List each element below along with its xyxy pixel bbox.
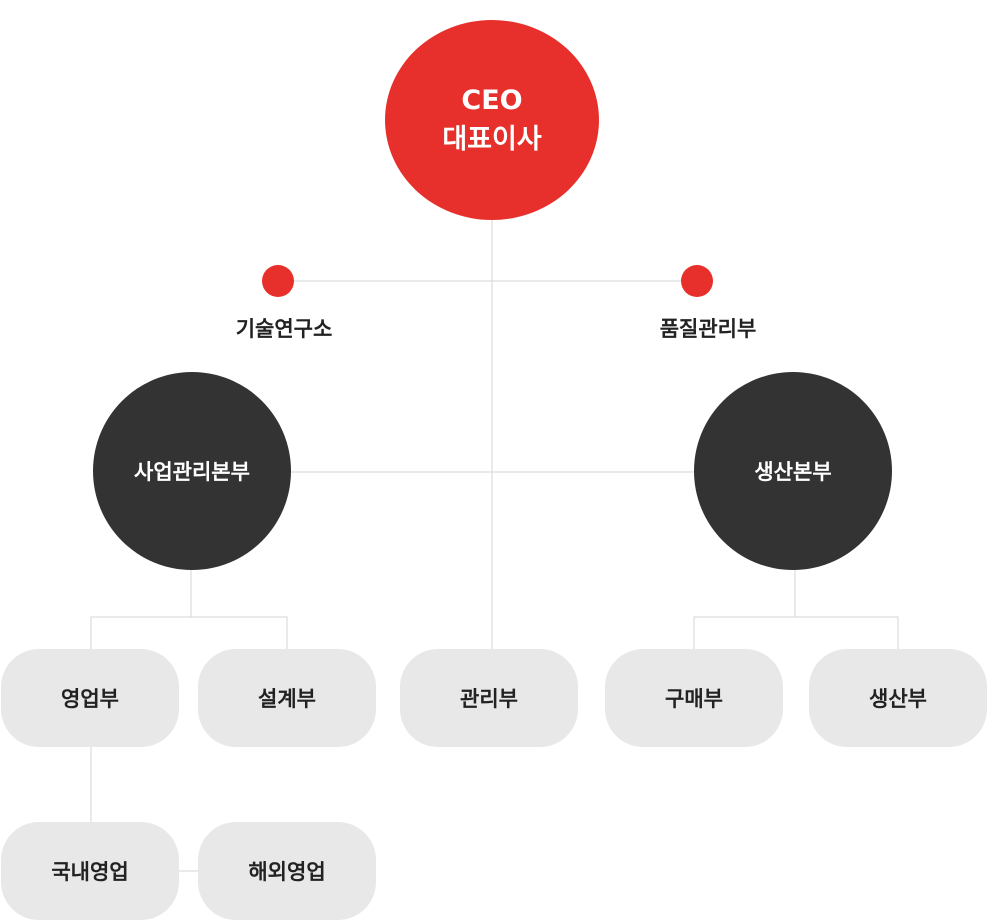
production-division-label: 생산본부 — [754, 460, 832, 484]
dept-admin: 관리부 — [400, 649, 578, 747]
dept-design: 설계부 — [198, 649, 376, 747]
business-dept-bracket — [90, 616, 288, 649]
dept-design-label: 설계부 — [258, 687, 316, 711]
qa-label: 품질관리부 — [659, 317, 757, 341]
ceo-title-en: CEO — [461, 85, 523, 116]
dept-sales: 영업부 — [1, 649, 179, 747]
production-dept-bracket — [693, 616, 899, 649]
dept-purchase-label: 구매부 — [665, 687, 723, 711]
dept-domestic-sales-label: 국내영업 — [51, 860, 129, 884]
ceo-node: CEO 대표이사 — [385, 20, 599, 220]
dept-domestic-sales: 국내영업 — [1, 822, 179, 920]
lab-dot — [262, 265, 294, 297]
dept-purchase: 구매부 — [605, 649, 783, 747]
ceo-title-ko: 대표이사 — [442, 124, 542, 155]
dept-sales-label: 영업부 — [61, 687, 119, 711]
qa-dot — [681, 265, 713, 297]
dept-admin-label: 관리부 — [460, 687, 518, 711]
dept-production: 생산부 — [809, 649, 987, 747]
dept-overseas-sales: 해외영업 — [198, 822, 376, 920]
production-division-node: 생산본부 — [694, 372, 892, 570]
lab-label: 기술연구소 — [235, 317, 333, 341]
dept-production-label: 생산부 — [869, 687, 927, 711]
business-division-label: 사업관리본부 — [134, 460, 250, 484]
dept-overseas-sales-label: 해외영업 — [248, 860, 326, 884]
business-division-node: 사업관리본부 — [93, 372, 291, 570]
